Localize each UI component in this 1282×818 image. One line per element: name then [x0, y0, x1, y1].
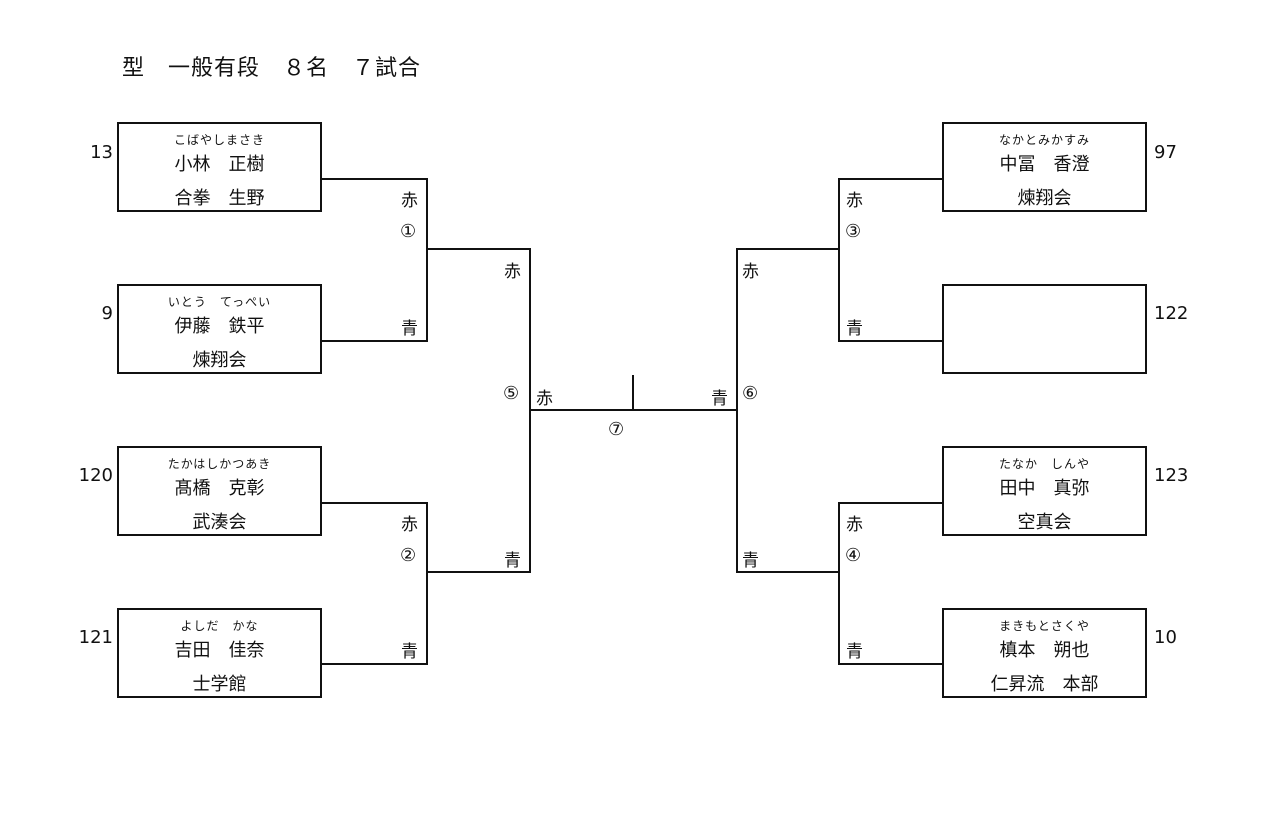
- competitor-furigana: たかはしかつあき: [167, 457, 272, 471]
- seed-number: 122: [1154, 303, 1189, 324]
- competitor-furigana: こばやしまさき: [173, 133, 265, 147]
- competitor-name: 伊藤 鉄平: [174, 316, 265, 337]
- competitor-name: 中冨 香澄: [999, 154, 1090, 175]
- bracket-line: [838, 502, 840, 665]
- page-title: 型 一般有段 ８名 ７試合: [122, 56, 422, 81]
- seed-number: 120: [78, 465, 113, 486]
- blue-side-label: 青: [846, 319, 863, 339]
- seed-number: 13: [90, 142, 113, 163]
- competitor-box-right-3[interactable]: たなか しんや 田中 真弥 空真会: [942, 446, 1147, 536]
- seed-number: 9: [101, 303, 113, 324]
- competitor-club: 仁昇流 本部: [990, 674, 1099, 695]
- competitor-club: 合拳 生野: [174, 188, 265, 209]
- match-number-4: ④: [845, 545, 862, 566]
- competitor-club: 空真会: [1017, 512, 1072, 533]
- competitor-furigana: まきもとさくや: [999, 619, 1090, 633]
- red-side-label: 赤: [504, 262, 521, 282]
- match-number-6: ⑥: [742, 383, 759, 404]
- red-side-label: 赤: [846, 515, 863, 535]
- bracket-line: [426, 178, 428, 342]
- match-number-7: ⑦: [608, 419, 625, 440]
- seed-number: 123: [1154, 465, 1189, 486]
- bracket-line: [736, 248, 840, 250]
- competitor-club: 煉翔会: [192, 350, 247, 371]
- red-side-label: 赤: [401, 515, 418, 535]
- match-number-2: ②: [400, 545, 417, 566]
- bracket-line: [322, 178, 428, 180]
- bracket-line: [838, 502, 944, 504]
- blue-side-label: 青: [742, 551, 759, 571]
- competitor-furigana: いとう てっぺい: [167, 295, 272, 309]
- competitor-box-left-4[interactable]: よしだ かな 吉田 佳奈 士学館: [117, 608, 322, 698]
- bracket-line: [426, 248, 531, 250]
- competitor-name: 吉田 佳奈: [174, 640, 265, 661]
- bracket-line: [736, 571, 840, 573]
- competitor-box-left-2[interactable]: いとう てっぺい 伊藤 鉄平 煉翔会: [117, 284, 322, 374]
- bracket-line: [322, 502, 428, 504]
- competitor-box-right-1[interactable]: なかとみかすみ 中冨 香澄 煉翔会: [942, 122, 1147, 212]
- competitor-box-left-1[interactable]: こばやしまさき 小林 正樹 合拳 生野: [117, 122, 322, 212]
- red-side-label: 赤: [536, 389, 553, 409]
- blue-side-label: 青: [401, 319, 418, 339]
- blue-side-label: 青: [504, 551, 521, 571]
- bracket-line: [838, 178, 840, 342]
- bracket-line: [426, 571, 531, 573]
- red-side-label: 赤: [846, 191, 863, 211]
- match-number-5: ⑤: [503, 383, 520, 404]
- competitor-name: 槙本 朔也: [999, 640, 1090, 661]
- competitor-name: 小林 正樹: [174, 154, 265, 175]
- bracket-line: [838, 663, 944, 665]
- competitor-box-right-4[interactable]: まきもとさくや 槙本 朔也 仁昇流 本部: [942, 608, 1147, 698]
- blue-side-label: 青: [401, 642, 418, 662]
- blue-side-label: 青: [846, 642, 863, 662]
- red-side-label: 赤: [742, 262, 759, 282]
- winner-line: [632, 375, 634, 411]
- blue-side-label: 青: [711, 389, 728, 409]
- bracket-line: [322, 663, 428, 665]
- bracket-line: [322, 340, 428, 342]
- seed-number: 10: [1154, 627, 1177, 648]
- seed-number: 121: [78, 627, 113, 648]
- match-number-1: ①: [400, 221, 417, 242]
- bracket-line: [838, 178, 944, 180]
- competitor-furigana: たなか しんや: [998, 457, 1090, 471]
- competitor-name: 髙橋 克彰: [174, 478, 265, 499]
- competitor-club: 武湊会: [192, 512, 247, 533]
- red-side-label: 赤: [401, 191, 418, 211]
- competitor-club: 士学館: [192, 674, 247, 695]
- competitor-name: 田中 真弥: [999, 478, 1090, 499]
- competitor-furigana: なかとみかすみ: [998, 133, 1090, 147]
- bracket-line: [426, 502, 428, 665]
- bracket-line: [838, 340, 944, 342]
- match-number-3: ③: [845, 221, 862, 242]
- competitor-furigana: よしだ かな: [180, 619, 259, 633]
- seed-number: 97: [1154, 142, 1177, 163]
- competitor-box-left-3[interactable]: たかはしかつあき 髙橋 克彰 武湊会: [117, 446, 322, 536]
- competitor-club: 煉翔会: [1017, 188, 1072, 209]
- competitor-box-right-2[interactable]: [942, 284, 1147, 374]
